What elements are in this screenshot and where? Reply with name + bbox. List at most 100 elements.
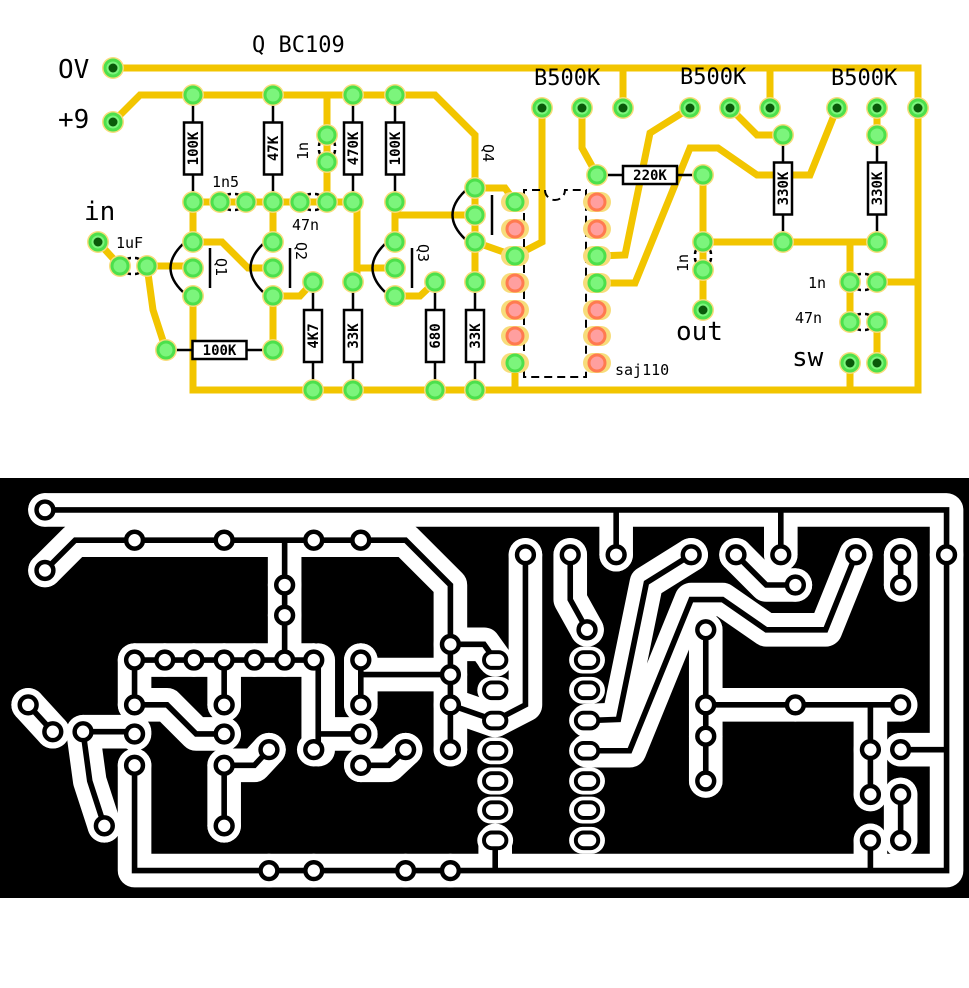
connector-pad xyxy=(87,231,109,253)
pot-label-3: B500K xyxy=(831,66,898,91)
ic-pin xyxy=(501,273,529,293)
copper-pad xyxy=(154,649,176,671)
ic-pin xyxy=(583,326,611,346)
pot-label-1: B500K xyxy=(534,66,601,91)
connector-pad xyxy=(839,352,861,374)
copper-ic-pad xyxy=(573,680,601,701)
resistor-r_33k_b: 33K xyxy=(464,282,486,390)
copper-pad xyxy=(859,783,882,806)
component-pad xyxy=(262,285,284,307)
component-pad xyxy=(262,84,284,106)
component-pad xyxy=(262,191,284,213)
copper-pad xyxy=(439,633,462,655)
copper-pad xyxy=(17,694,39,716)
resistor-r_q1_top: 100K xyxy=(182,95,204,202)
ic-pin xyxy=(501,300,529,320)
component-pad xyxy=(182,231,204,253)
copper-pad xyxy=(350,754,372,776)
connector-pad xyxy=(679,97,701,119)
copper-pad xyxy=(695,725,717,747)
connector-pad xyxy=(612,97,634,119)
copper-ic-pad xyxy=(573,800,601,820)
component-pad xyxy=(692,164,714,186)
component-pad xyxy=(342,271,364,293)
copper-pad xyxy=(258,859,280,882)
component-pad xyxy=(182,257,204,279)
ic-pin xyxy=(501,219,529,239)
copper-pad xyxy=(695,619,717,641)
copper-ic-pad xyxy=(482,740,509,761)
resistor-value: 220K xyxy=(633,168,667,184)
connector-pad xyxy=(531,97,553,119)
cap-label-1n5: 1n5 xyxy=(212,173,239,191)
resistor-r_q2_top: 47K xyxy=(262,95,284,202)
resistor-r_33k_a: 33K xyxy=(342,282,364,390)
copper-pad xyxy=(123,694,146,716)
output-label: out xyxy=(676,317,723,347)
component-pad xyxy=(866,231,888,253)
copper-pad xyxy=(213,649,235,671)
component-pad xyxy=(316,124,338,146)
component-pad xyxy=(772,124,794,146)
copper-pad xyxy=(695,694,717,716)
copper-pad xyxy=(890,694,912,716)
copper-pad xyxy=(350,723,372,745)
transistor-q3 xyxy=(371,243,414,293)
copper-side-view xyxy=(0,478,969,898)
resistor-value: 100K xyxy=(388,131,404,165)
copper-pad xyxy=(559,544,581,566)
connector-pad xyxy=(826,97,848,119)
ground-label: OV xyxy=(58,55,89,85)
copper-pad xyxy=(213,529,235,551)
component-pad xyxy=(424,379,446,401)
input-label: in xyxy=(84,197,115,227)
connector-pad xyxy=(102,111,124,133)
ic-outline xyxy=(523,189,587,378)
component-pad xyxy=(136,255,158,277)
component-pad xyxy=(839,311,861,333)
copper-ic-pad xyxy=(482,710,509,731)
copper-pad xyxy=(42,721,64,743)
copper-pad xyxy=(439,738,462,761)
copper-pad xyxy=(890,738,912,761)
resistor-r_680: 680 xyxy=(424,282,446,390)
supply-label: +9 xyxy=(58,105,89,135)
component-pad xyxy=(839,271,861,293)
copper-pad xyxy=(350,649,372,671)
component-pad xyxy=(235,191,257,213)
component-pad xyxy=(384,257,406,279)
copper-ic-pad xyxy=(573,650,601,670)
component-pad xyxy=(182,191,204,213)
component-pad xyxy=(342,379,364,401)
copper-pad xyxy=(183,649,205,671)
resistor-value: 33K xyxy=(468,323,484,349)
component-pad xyxy=(464,379,486,401)
component-pad xyxy=(424,271,446,293)
component-pad xyxy=(182,285,204,307)
copper-pad xyxy=(890,829,912,851)
connector-pad xyxy=(866,97,888,119)
copper-pad xyxy=(34,559,56,582)
component-pad xyxy=(866,124,888,146)
copper-pad xyxy=(243,649,266,671)
copper-pad xyxy=(845,544,867,566)
resistor-value: 100K xyxy=(186,131,202,165)
transistor-q1 xyxy=(169,243,212,293)
copper-ic-pad xyxy=(573,740,601,761)
component-pad xyxy=(866,311,888,333)
copper-pad xyxy=(274,574,296,596)
cap-label-sw-1n: 1n xyxy=(808,274,826,292)
copper-pad xyxy=(695,770,717,792)
resistor-value: 330K xyxy=(870,171,886,205)
component-pad xyxy=(262,339,284,361)
switch-label: sw xyxy=(792,343,824,373)
connector-pad xyxy=(692,299,714,321)
resistor-value: 680 xyxy=(428,323,444,348)
transistor-q4 xyxy=(451,190,494,240)
ic-pin xyxy=(583,353,611,373)
resistor-r_feedback: 100K xyxy=(166,339,273,361)
component-pad xyxy=(772,231,794,253)
copper-ic-pad xyxy=(482,771,509,791)
